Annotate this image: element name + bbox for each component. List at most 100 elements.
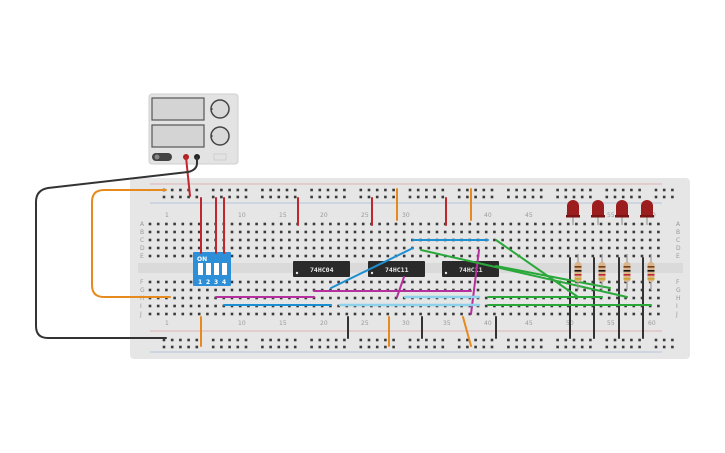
breadboard-hole[interactable] <box>230 288 234 292</box>
breadboard-hole[interactable] <box>255 230 258 234</box>
breadboard-hole[interactable] <box>345 238 349 242</box>
breadboard-hole[interactable] <box>329 222 332 226</box>
breadboard-hole[interactable] <box>148 222 152 226</box>
breadboard-hole[interactable] <box>507 188 510 192</box>
breadboard-hole[interactable] <box>501 230 504 234</box>
breadboard-hole[interactable] <box>310 195 313 199</box>
breadboard-hole[interactable] <box>353 222 357 226</box>
breadboard-hole[interactable] <box>476 246 480 250</box>
breadboard-hole[interactable] <box>353 296 357 300</box>
breadboard-hole[interactable] <box>312 312 316 316</box>
breadboard-hole[interactable] <box>591 254 595 258</box>
breadboard-hole[interactable] <box>173 296 176 300</box>
breadboard-hole[interactable] <box>222 288 226 292</box>
breadboard-hole[interactable] <box>490 188 494 192</box>
breadboard-hole[interactable] <box>441 338 445 342</box>
dip-toggle-3[interactable] <box>214 263 219 275</box>
breadboard-hole[interactable] <box>206 312 209 316</box>
wire-blue[interactable] <box>330 247 414 289</box>
breadboard-hole[interactable] <box>222 304 226 308</box>
breadboard-hole[interactable] <box>261 188 264 192</box>
breadboard-hole[interactable] <box>271 230 275 234</box>
breadboard-hole[interactable] <box>468 312 472 316</box>
breadboard-hole[interactable] <box>334 338 338 342</box>
breadboard-hole[interactable] <box>457 345 461 349</box>
breadboard-hole[interactable] <box>320 254 324 258</box>
breadboard-hole[interactable] <box>662 195 666 199</box>
breadboard-hole[interactable] <box>370 280 373 284</box>
breadboard-hole[interactable] <box>558 238 562 242</box>
breadboard-hole[interactable] <box>195 195 199 199</box>
breadboard-hole[interactable] <box>542 288 545 292</box>
breadboard-hole[interactable] <box>189 312 193 316</box>
breadboard-hole[interactable] <box>343 195 346 199</box>
breadboard-hole[interactable] <box>304 238 308 242</box>
breadboard-hole[interactable] <box>263 230 267 234</box>
breadboard-hole[interactable] <box>189 254 193 258</box>
breadboard-hole[interactable] <box>263 222 267 226</box>
leds[interactable] <box>566 200 654 225</box>
breadboard-hole[interactable] <box>304 280 308 284</box>
breadboard-hole[interactable] <box>197 230 201 234</box>
breadboard-hole[interactable] <box>427 254 431 258</box>
breadboard-hole[interactable] <box>657 222 660 226</box>
breadboard-hole[interactable] <box>156 304 160 308</box>
breadboard-hole[interactable] <box>419 312 422 316</box>
breadboard-hole[interactable] <box>189 280 193 284</box>
breadboard-hole[interactable] <box>564 345 568 349</box>
breadboard-hole[interactable] <box>345 296 349 300</box>
breadboard-hole[interactable] <box>197 296 201 300</box>
breadboard-hole[interactable] <box>468 280 472 284</box>
breadboard-hole[interactable] <box>542 312 545 316</box>
breadboard-hole[interactable] <box>484 222 488 226</box>
led[interactable] <box>567 200 579 216</box>
breadboard-hole[interactable] <box>288 246 291 250</box>
breadboard-hole[interactable] <box>534 288 537 292</box>
breadboard-hole[interactable] <box>517 230 521 234</box>
breadboard-hole[interactable] <box>591 280 595 284</box>
breadboard-hole[interactable] <box>599 288 603 292</box>
breadboard-hole[interactable] <box>165 230 168 234</box>
breadboard-hole[interactable] <box>238 288 242 292</box>
breadboard-hole[interactable] <box>509 230 513 234</box>
breadboard-hole[interactable] <box>353 246 357 250</box>
breadboard-hole[interactable] <box>433 195 436 199</box>
breadboard-hole[interactable] <box>214 304 217 308</box>
breadboard-hole[interactable] <box>515 338 518 342</box>
breadboard-hole[interactable] <box>452 254 455 258</box>
breadboard-hole[interactable] <box>474 188 477 192</box>
breadboard-hole[interactable] <box>345 312 349 316</box>
breadboard-hole[interactable] <box>621 338 625 342</box>
breadboard-hole[interactable] <box>460 280 463 284</box>
breadboard-hole[interactable] <box>318 345 322 349</box>
breadboard-hole[interactable] <box>575 288 578 292</box>
breadboard-hole[interactable] <box>279 288 283 292</box>
breadboard-hole[interactable] <box>288 312 291 316</box>
breadboard-hole[interactable] <box>345 230 349 234</box>
breadboard-hole[interactable] <box>394 246 398 250</box>
breadboard-hole[interactable] <box>320 280 324 284</box>
chip-body[interactable] <box>293 261 350 277</box>
breadboard-hole[interactable] <box>211 188 215 192</box>
breadboard-hole[interactable] <box>550 280 554 284</box>
breadboard-hole[interactable] <box>187 345 190 349</box>
breadboard-hole[interactable] <box>493 238 496 242</box>
breadboard-hole[interactable] <box>566 312 570 316</box>
breadboard-hole[interactable] <box>583 238 586 242</box>
breadboard-hole[interactable] <box>425 338 428 342</box>
breadboard-hole[interactable] <box>556 188 559 192</box>
breadboard-hole[interactable] <box>452 280 455 284</box>
breadboard-hole[interactable] <box>288 238 291 242</box>
led[interactable] <box>641 200 653 216</box>
breadboard-hole[interactable] <box>542 222 545 226</box>
breadboard-hole[interactable] <box>195 188 199 192</box>
breadboard-hole[interactable] <box>181 222 185 226</box>
breadboard-hole[interactable] <box>408 338 412 342</box>
breadboard-hole[interactable] <box>607 238 611 242</box>
breadboard-hole[interactable] <box>162 195 166 199</box>
breadboard-hole[interactable] <box>271 288 275 292</box>
breadboard-hole[interactable] <box>228 195 231 199</box>
breadboard-hole[interactable] <box>394 280 398 284</box>
breadboard-hole[interactable] <box>534 238 537 242</box>
breadboard-hole[interactable] <box>222 312 226 316</box>
